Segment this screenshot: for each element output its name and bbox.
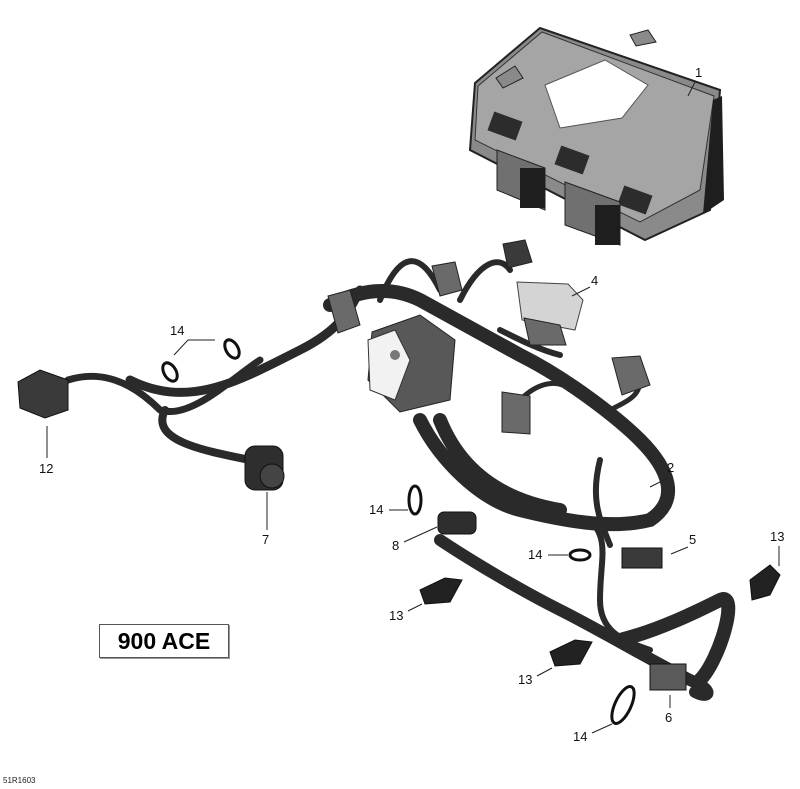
callout-13-b: 13: [518, 672, 533, 687]
callout-14-a: 14: [170, 323, 185, 338]
model-label: 900 ACE: [99, 624, 229, 658]
callout-4: 4: [591, 273, 599, 288]
drawing-id: 51R1603: [3, 776, 36, 785]
fasteners: [161, 338, 781, 725]
callout-2: 2: [667, 460, 675, 475]
callout-8: 8: [392, 538, 400, 553]
callout-6: 6: [665, 710, 673, 725]
callout-1: 1: [695, 65, 703, 80]
callout-14-d: 14: [573, 729, 588, 744]
callout-7: 7: [262, 532, 270, 547]
callout-12: 12: [39, 461, 54, 476]
main-harness: [64, 258, 736, 701]
callout-13-c: 13: [770, 529, 785, 544]
callout-14-c: 14: [528, 547, 543, 562]
callout-13-a: 13: [389, 608, 404, 623]
leader-lines: [46, 81, 780, 734]
ecm-module: [468, 26, 724, 246]
callout-14-b: 14: [369, 502, 384, 517]
callout-5: 5: [689, 532, 697, 547]
connectors: [17, 239, 687, 691]
